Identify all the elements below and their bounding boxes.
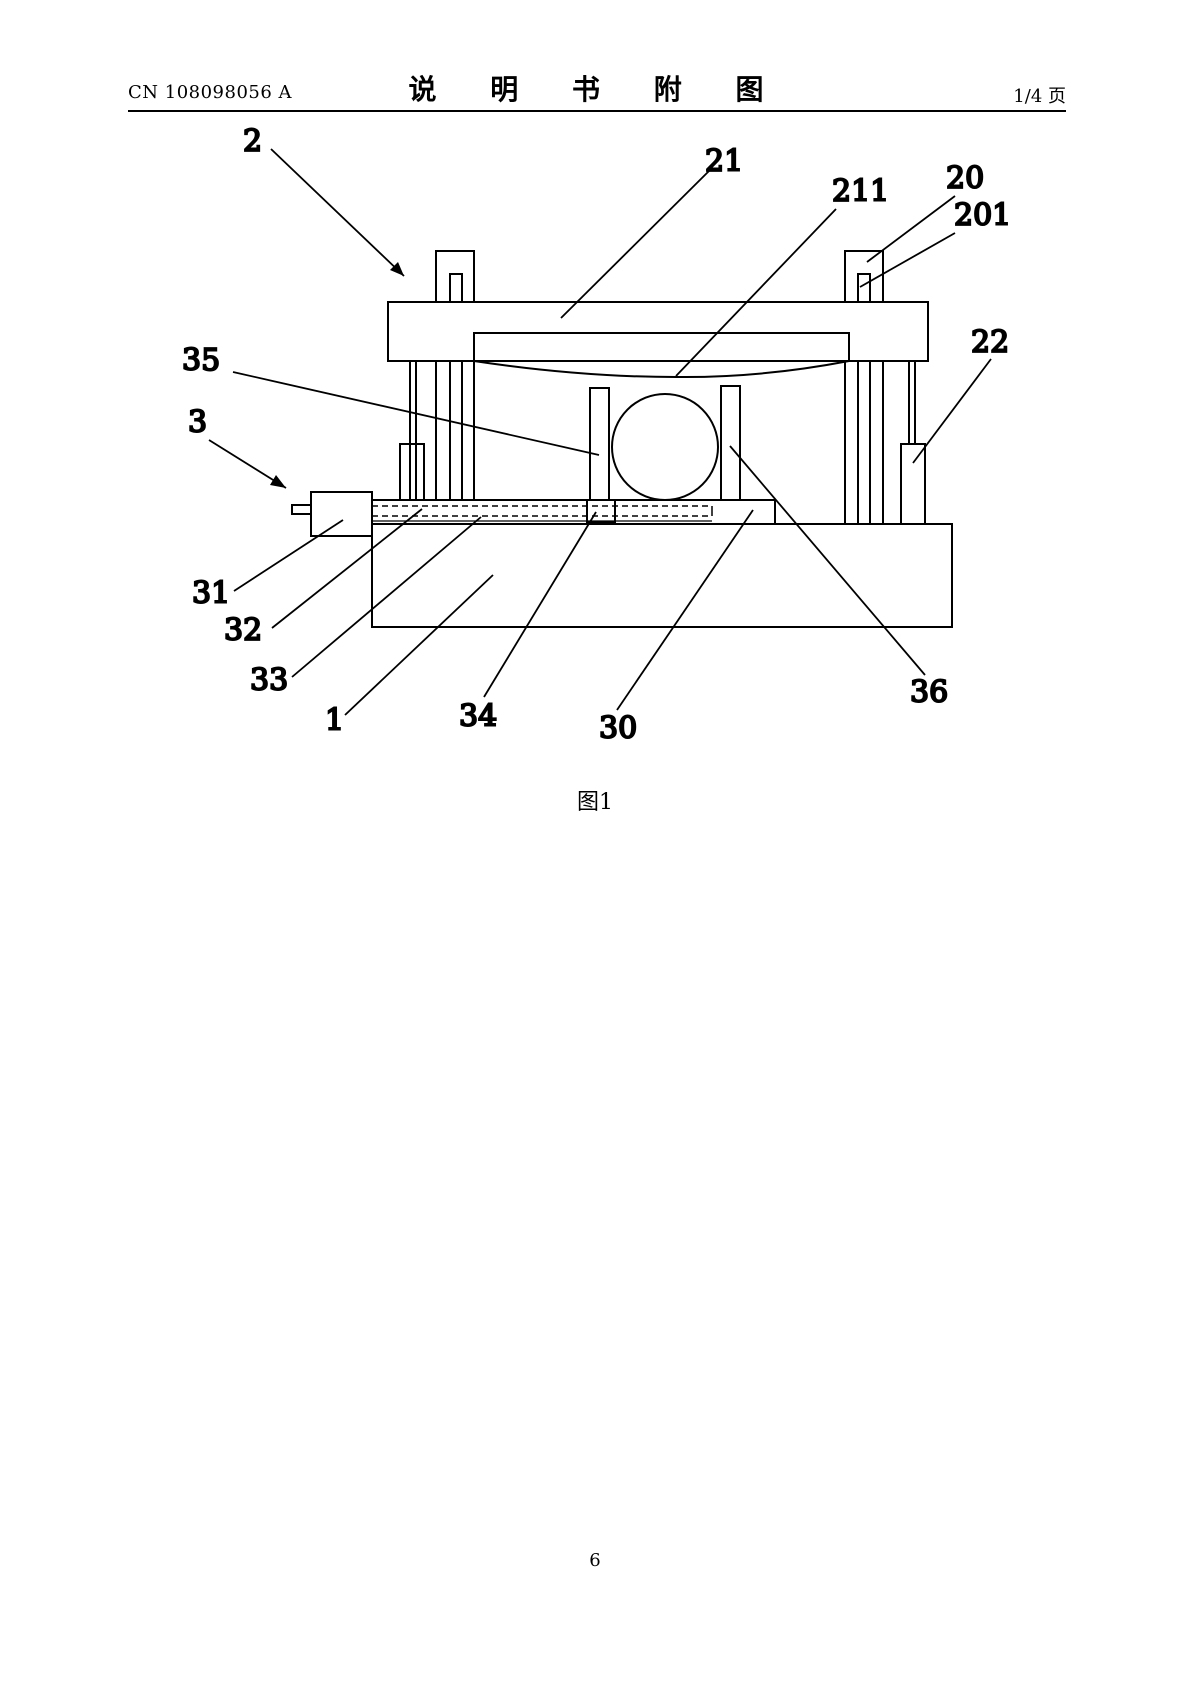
ref-label-35: 35 [182,343,220,378]
right-clamp [720,385,741,501]
ref-label-2: 2 [243,124,262,159]
base-body [371,523,953,628]
right-guide-inner [857,273,871,303]
header-title: 说 明 书 附 图 [408,73,786,106]
ref-label-33: 33 [250,663,288,698]
left-guide-top [435,250,475,303]
motor [310,491,373,537]
motor-shaft [291,504,312,515]
patent-drawing-figure-1: 2 21 211 20 201 35 22 3 31 32 33 1 34 30… [181,123,1012,747]
press-arc-211 [473,332,850,379]
ref-label-32: 32 [224,613,262,648]
page-number: 6 [589,1550,601,1571]
ref-label-201: 201 [954,198,1011,233]
page-indicator: 1/4 页 [1013,86,1066,107]
ref-label-22: 22 [971,325,1009,360]
ref-label-31: 31 [192,576,230,611]
page-header: CN 108098056 A 说 明 书 附 图 1/4 页 [128,68,1066,112]
figure-caption: 图1 [577,790,613,815]
right-cylinder [900,443,926,525]
press-beam [387,301,929,362]
leader-lines [208,148,992,716]
ref-label-30: 30 [599,711,637,746]
left-clamp [589,387,610,501]
pipe-workpiece [611,393,719,501]
ref-label-1: 1 [325,703,344,738]
ref-label-34: 34 [459,699,497,734]
ref-label-211: 211 [832,174,889,209]
ref-label-3: 3 [188,405,207,440]
ref-label-20: 20 [946,161,984,196]
left-guide-inner [449,273,463,303]
publication-number: CN 108098056 A [128,82,293,103]
ref-label-21: 21 [705,144,743,179]
ref-label-36: 36 [910,675,948,710]
left-cylinder [399,443,425,501]
